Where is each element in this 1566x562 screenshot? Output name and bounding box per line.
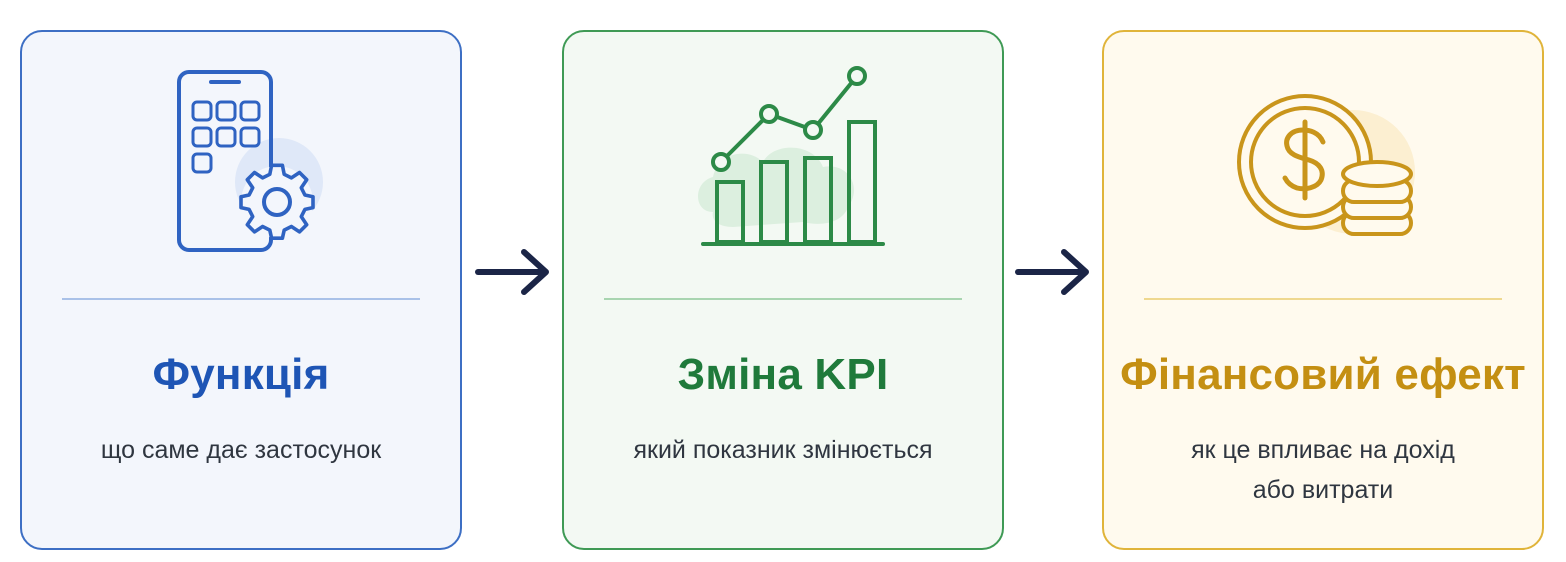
kpi-card: Зміна KPI який показник змінюється [562, 30, 1004, 550]
function-icon-area [22, 62, 460, 292]
function-card: Функція що саме дає застосунок [20, 30, 462, 550]
function-subtitle: що саме дає застосунок [52, 430, 430, 470]
finance-icon-area [1104, 62, 1542, 292]
kpi-icon-area [564, 62, 1002, 292]
finance-title: Фінансовий ефект [1120, 350, 1526, 399]
finance-card: Фінансовий ефект як це впливає на дохід … [1102, 30, 1544, 550]
kpi-subtitle: який показник змінюється [594, 430, 972, 470]
finance-subtitle: як це впливає на дохід або витрати [1134, 430, 1512, 510]
finance-subtitle-line-2: або витрати [1252, 476, 1394, 504]
kpi-title: Зміна KPI [677, 350, 889, 399]
function-divider [62, 298, 420, 300]
function-title: Функція [152, 350, 330, 399]
kpi-divider [604, 298, 962, 300]
finance-divider [1144, 298, 1502, 300]
finance-subtitle-line-1: як це впливає на дохід [1191, 436, 1455, 464]
dollar-coins-icon [1237, 94, 1415, 236]
function-subtitle-line: що саме дає застосунок [100, 436, 382, 464]
kpi-subtitle-line: який показник змінюється [633, 436, 933, 464]
arrow-right-icon [475, 249, 549, 295]
growth-chart-icon [698, 66, 885, 246]
arrow-right-icon [1015, 249, 1089, 295]
phone-settings-icon [177, 70, 323, 252]
